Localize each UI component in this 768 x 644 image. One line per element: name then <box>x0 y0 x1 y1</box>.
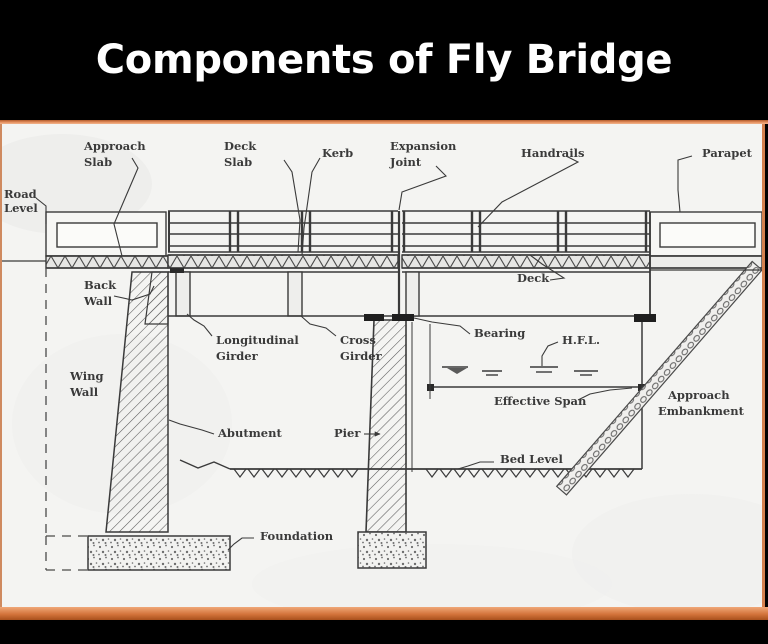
left-approach-slab-group <box>45 211 169 269</box>
left-foundation <box>87 535 231 571</box>
label-deck-slab-line1: Deck <box>224 139 257 153</box>
label-cross-girder-line2: Girder <box>340 349 383 363</box>
label-wing-wall-line2: Wall <box>69 385 99 399</box>
label-deck: Deck <box>517 271 550 285</box>
label-abutment: Abutment <box>217 426 282 440</box>
right-approach-slab-group <box>649 211 762 320</box>
label-bed-level: Bed Level <box>500 452 563 466</box>
bottom-accent-band <box>0 607 768 620</box>
wing-wall <box>45 268 94 571</box>
bridge-section-diagram: Road Level Approach Slab Deck Slab Kerb … <box>2 124 762 607</box>
label-expansion-joint-line1: Expansion <box>390 139 457 153</box>
title-banner: Components of Fly Bridge <box>0 0 768 120</box>
label-approach-emb-line1: Approach <box>667 388 730 402</box>
footer-bar <box>0 620 768 644</box>
label-parapet: Parapet <box>702 146 753 160</box>
label-approach-emb-line2: Embankment <box>658 404 745 418</box>
left-accent-rule <box>0 124 2 607</box>
left-abutment <box>105 268 184 533</box>
label-long-girder-line2: Girder <box>216 349 259 363</box>
deck-span-2 <box>401 210 651 317</box>
label-hfl: H.F.L. <box>562 333 600 347</box>
label-back-wall-line2: Wall <box>83 294 113 308</box>
pier-foundation <box>357 531 427 569</box>
label-back-wall-line1: Back <box>84 278 117 292</box>
label-long-girder-line1: Longitudinal <box>216 333 299 347</box>
label-road-level-line1: Road <box>4 187 37 201</box>
label-wing-wall-line1: Wing <box>69 369 103 383</box>
label-cross-girder-line1: Cross <box>340 333 376 347</box>
label-kerb: Kerb <box>322 146 353 160</box>
diagram-canvas: Road Level Approach Slab Deck Slab Kerb … <box>2 124 762 607</box>
effective-span-dimension <box>411 322 645 472</box>
label-foundation: Foundation <box>260 529 334 543</box>
label-deck-slab-line2: Slab <box>224 155 252 169</box>
right-accent-rule <box>762 124 765 607</box>
approach-embankment <box>555 260 762 496</box>
label-pier: Pier <box>334 426 361 440</box>
header-accent-rule <box>0 120 768 124</box>
hfl-water-symbols <box>442 366 598 376</box>
page-title: Components of Fly Bridge <box>95 37 673 83</box>
label-approach-slab-line2: Slab <box>84 155 112 169</box>
structure-outlines <box>2 155 762 571</box>
label-layer: Road Level Approach Slab Deck Slab Kerb … <box>4 139 753 543</box>
label-approach-slab-line1: Approach <box>83 139 146 153</box>
label-handrails: Handrails <box>521 146 584 160</box>
label-effective-span: Effective Span <box>494 394 587 408</box>
label-bearing: Bearing <box>474 326 525 340</box>
leader-lines <box>35 155 693 551</box>
label-expansion-joint-line2: Joint <box>389 155 422 169</box>
label-road-level-line2: Level <box>4 201 38 215</box>
